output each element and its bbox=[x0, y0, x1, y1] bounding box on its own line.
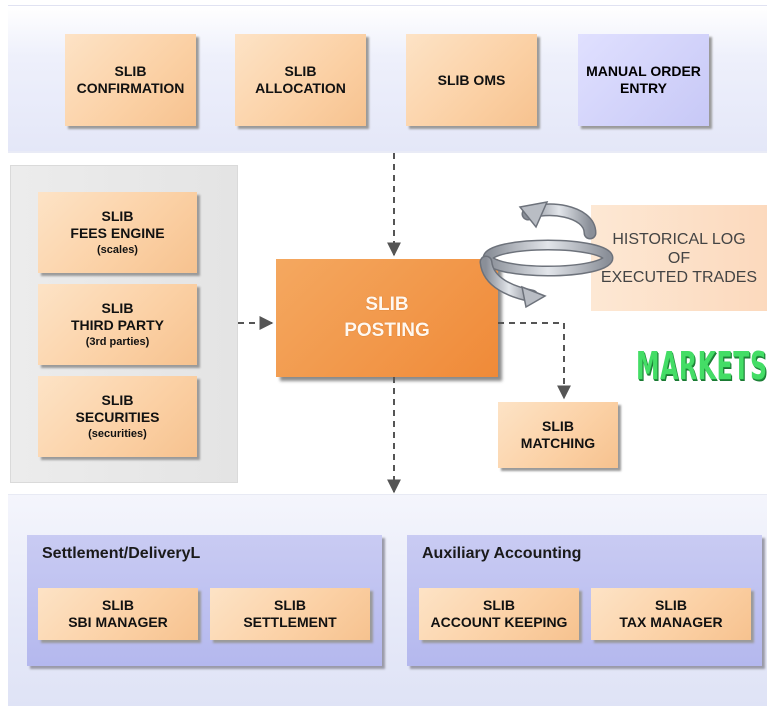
slib-confirmation-box[interactable]: SLIB CONFIRMATION bbox=[65, 34, 196, 126]
box-line: FEES ENGINE bbox=[70, 224, 165, 241]
box-line: HISTORICAL LOG bbox=[612, 230, 746, 248]
box-line: SLIB bbox=[542, 418, 574, 434]
box-line: SLIB bbox=[284, 63, 317, 79]
slib-posting-box[interactable]: SLIB POSTING bbox=[276, 259, 498, 377]
box-subtitle: (securities) bbox=[88, 427, 147, 440]
box-line: CONFIRMATION bbox=[76, 80, 185, 96]
box-line: THIRD PARTY bbox=[70, 316, 165, 333]
box-line: MATCHING bbox=[520, 435, 596, 451]
box-line: SECURITIES bbox=[75, 408, 160, 425]
box-line: POSTING bbox=[344, 320, 430, 341]
box-line: SBI MANAGER bbox=[68, 614, 168, 630]
slib-account-keeping-box[interactable]: SLIB ACCOUNT KEEPING bbox=[419, 588, 579, 640]
box-line: SLIB bbox=[102, 597, 134, 613]
box-line: TAX MANAGER bbox=[619, 614, 723, 630]
box-line: SLIB bbox=[655, 597, 687, 613]
slib-oms-box[interactable]: SLIB OMS bbox=[406, 34, 537, 126]
box-line: SLIB bbox=[101, 391, 134, 408]
markets-label: MARKETS bbox=[636, 344, 767, 388]
box-line: SLIB bbox=[483, 597, 515, 613]
box-line: SLIB bbox=[365, 294, 409, 315]
box-line: ENTRY bbox=[620, 80, 667, 96]
box-line: MANUAL ORDER bbox=[586, 63, 701, 79]
box-line: SLIB bbox=[274, 597, 306, 613]
historical-log-box[interactable]: HISTORICAL LOG OF EXECUTED TRADES bbox=[591, 205, 767, 311]
refresh-cycle-icon bbox=[479, 201, 614, 309]
slib-fees-engine-box[interactable]: SLIB FEES ENGINE (scales) bbox=[38, 192, 197, 273]
slib-tax-manager-box[interactable]: SLIB TAX MANAGER bbox=[591, 588, 751, 640]
box-line: SLIB bbox=[114, 63, 147, 79]
box-line: OF bbox=[667, 249, 691, 267]
slib-settlement-box[interactable]: SLIB SETTLEMENT bbox=[210, 588, 370, 640]
box-line: ALLOCATION bbox=[255, 80, 346, 96]
slib-sbi-manager-box[interactable]: SLIB SBI MANAGER bbox=[38, 588, 198, 640]
box-subtitle: (scales) bbox=[97, 243, 138, 256]
box-line: SETTLEMENT bbox=[243, 614, 337, 630]
box-line: SLIB bbox=[101, 299, 134, 316]
manual-order-entry-box[interactable]: MANUAL ORDER ENTRY bbox=[578, 34, 709, 126]
slib-allocation-box[interactable]: SLIB ALLOCATION bbox=[235, 34, 366, 126]
box-line: SLIB OMS bbox=[437, 71, 506, 88]
box-subtitle: (3rd parties) bbox=[85, 335, 150, 348]
group-title: Auxiliary Accounting bbox=[422, 545, 582, 562]
slib-third-party-box[interactable]: SLIB THIRD PARTY (3rd parties) bbox=[38, 284, 197, 365]
box-line: SLIB bbox=[101, 207, 134, 224]
box-line: EXECUTED TRADES bbox=[600, 268, 758, 286]
arrow-posting-to-matching bbox=[498, 322, 571, 400]
box-line: ACCOUNT KEEPING bbox=[430, 614, 568, 630]
slib-matching-box[interactable]: SLIB MATCHING bbox=[498, 402, 618, 468]
group-title: Settlement/DeliveryL bbox=[42, 545, 201, 562]
slib-securities-box[interactable]: SLIB SECURITIES (securities) bbox=[38, 376, 197, 457]
